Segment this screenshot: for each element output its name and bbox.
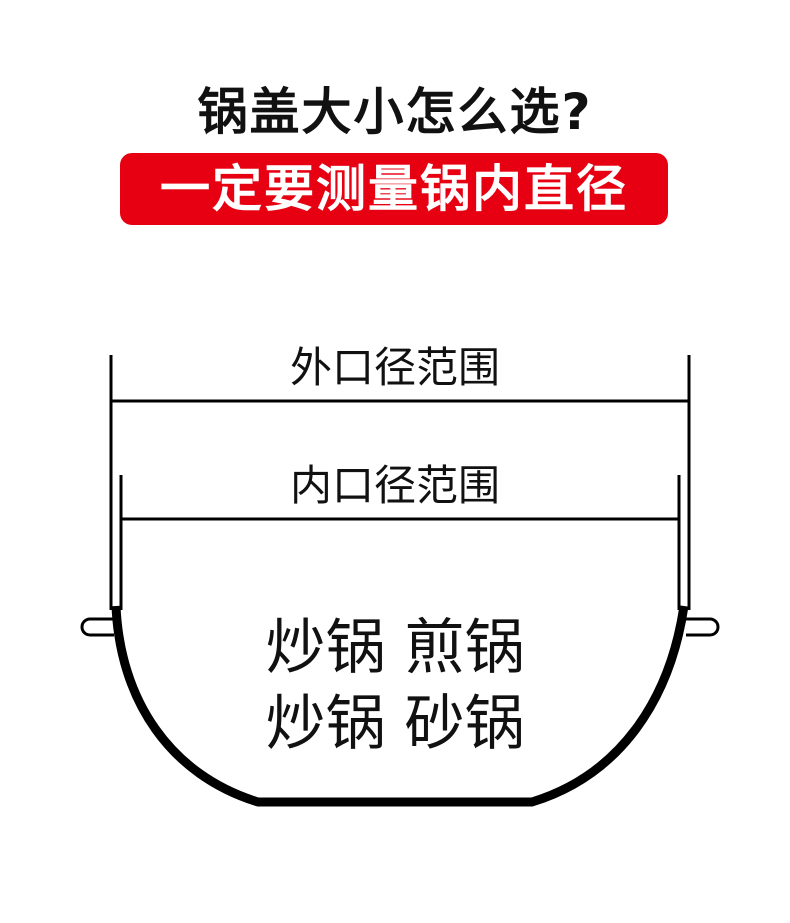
right-handle [686,617,720,637]
outer-diameter-label: 外口径范围 [289,343,500,392]
left-handle [80,617,114,637]
pot-body [111,605,689,807]
pot-types: 炒锅 煎锅 炒锅 砂锅 [0,610,790,762]
pot-type-line: 炒锅 煎锅 [265,613,525,683]
pot-type-line: 炒锅 砂锅 [265,689,525,759]
inner-diameter-label: 内口径范围 [289,461,500,510]
page-title: 锅盖大小怎么选? [197,83,593,141]
red-banner: 一定要测量锅内直径 [120,153,668,225]
